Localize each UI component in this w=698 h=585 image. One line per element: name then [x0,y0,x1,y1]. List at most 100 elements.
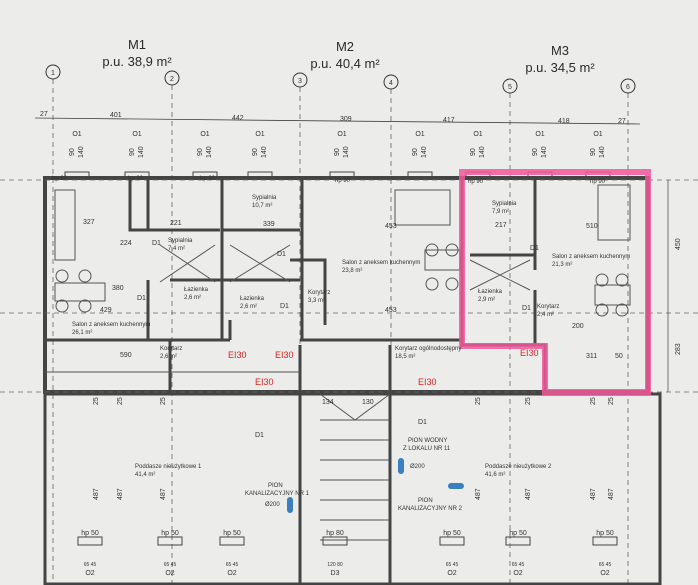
door-tag: D1 [522,305,531,312]
dim-label: 283 [675,343,682,355]
window-height: 140 [541,146,548,158]
unit-m3-name: M3 [551,43,569,58]
opening-tag: O2 [513,570,522,577]
grid-axis-marker [383,74,399,90]
room-name: Korytarz [537,304,559,310]
window-height: 140 [343,146,350,158]
window-tag: O1 [255,131,264,138]
dim-label: 25 [525,397,532,405]
room-area: 2,6 m² [160,354,177,360]
fire-rating: EI30 [228,350,247,360]
dim-label: 487 [160,488,167,500]
dim-label: 27 [618,118,626,125]
dim-label: 510 [586,223,598,230]
inner-dimensions: 327 224 429 380 590 221 339 453 453 217 … [83,219,623,406]
dimension-line [34,117,641,125]
grid-axis-label: 4 [389,80,393,87]
dim-label: 418 [558,118,570,125]
sill-tag: hp 90 [200,176,216,182]
opening-tag: O2 [600,570,609,577]
riser-title: PION WODNY [408,438,447,444]
dim-label: 487 [117,488,124,500]
unit-m1-area: p.u. 38,9 m² [102,54,172,69]
opening-tag: D3 [331,570,340,577]
window-width: 90 [69,148,76,156]
room-name: Łazienka [478,289,503,295]
sill-tag: hp 50 [81,530,99,537]
pipe-icon [287,497,293,513]
sill-tag: hp 50 [509,530,527,537]
grid-axis-label: 2 [170,76,174,83]
room-area: 2,4 m² [537,312,554,318]
window-height: 140 [599,146,606,158]
window-height: 140 [138,146,145,158]
dim-label: 487 [475,488,482,500]
opening-tag: O2 [165,570,174,577]
sill-tag: hp 90 [335,178,351,184]
dim-label: 130 [362,399,374,406]
window-tag: O1 [473,131,482,138]
riser-subtitle: Z LOKALU NR 11 [403,446,451,452]
fire-rating: EI30 [255,377,274,387]
dim-label: 429 [100,307,112,314]
riser-subtitle: KANALIZACYJNY NR 1 [245,491,310,497]
sill-tag: hp 80 [326,530,344,537]
room-name: Korytarz ogólnodostępny [395,346,461,352]
dim-label: 339 [263,221,275,228]
door-tag: D1 [418,419,427,426]
roof-window [77,536,103,546]
window-tag: O1 [200,131,209,138]
sill-tag: hp 90 [52,176,68,182]
opening-dims: 65 45 [599,562,612,568]
dim-label: 309 [340,116,352,123]
room-name: Salon z aneksem kuchennym [552,254,630,260]
dim-label: 450 [675,238,682,250]
roof-window [439,536,465,546]
unit-m3-highlight [459,169,651,395]
window-width: 90 [590,148,597,156]
fire-rating: EI30 [520,348,539,358]
grid-axis-marker [164,70,180,86]
dim-label: 453 [385,307,397,314]
room-name: Salon z aneksem kuchennym [342,260,420,266]
grid-axis-label: 5 [508,84,512,91]
room-name: Łazienka [184,287,209,293]
pipe-icon [448,483,464,489]
door-tag: D1 [530,245,539,252]
sill-tag: hp 50 [443,530,461,537]
dim-label: 487 [93,488,100,500]
roof-window [322,536,348,546]
roof-window [157,536,183,546]
riser-title: PION [268,483,283,489]
opening-dims: 65 45 [84,562,97,568]
grid-axis-label: 1 [51,70,55,77]
grid-axis-marker [292,72,308,88]
grid-axis-marker [502,78,518,94]
window-width: 90 [129,148,136,156]
door-tag: D1 [277,251,286,258]
window-height: 140 [261,146,268,158]
window-width: 90 [412,148,419,156]
window-tag: O1 [72,131,81,138]
riser-subtitle: KANALIZACYJNY NR 2 [398,506,463,512]
room-name: Salon z aneksem kuchennym [72,322,150,328]
door-tag: D1 [255,432,264,439]
top-dimensions: 27 401 442 309 417 418 27 [40,111,626,125]
dim-label: 590 [120,352,132,359]
opening-dims: 120 80 [327,562,343,568]
riser-diameter: Ø200 [265,502,280,508]
room-area: 7,9 m² [492,209,509,215]
door-tags: D1 D1 D1 D1 D1 D1 D1 D1 [137,240,539,439]
dim-label: 380 [112,285,124,292]
door-tag: D1 [280,303,289,310]
window-height: 140 [206,146,213,158]
room-area: 21,3 m² [552,262,572,268]
window-tag: O1 [415,131,424,138]
room-area: 2,9 m² [478,297,495,303]
roof-window [592,536,618,546]
dim-label: 134 [322,399,334,406]
window-sill-tags: hp 90 hp 90 hp 90 hp 90 hp 90 hp 90 [52,176,606,185]
